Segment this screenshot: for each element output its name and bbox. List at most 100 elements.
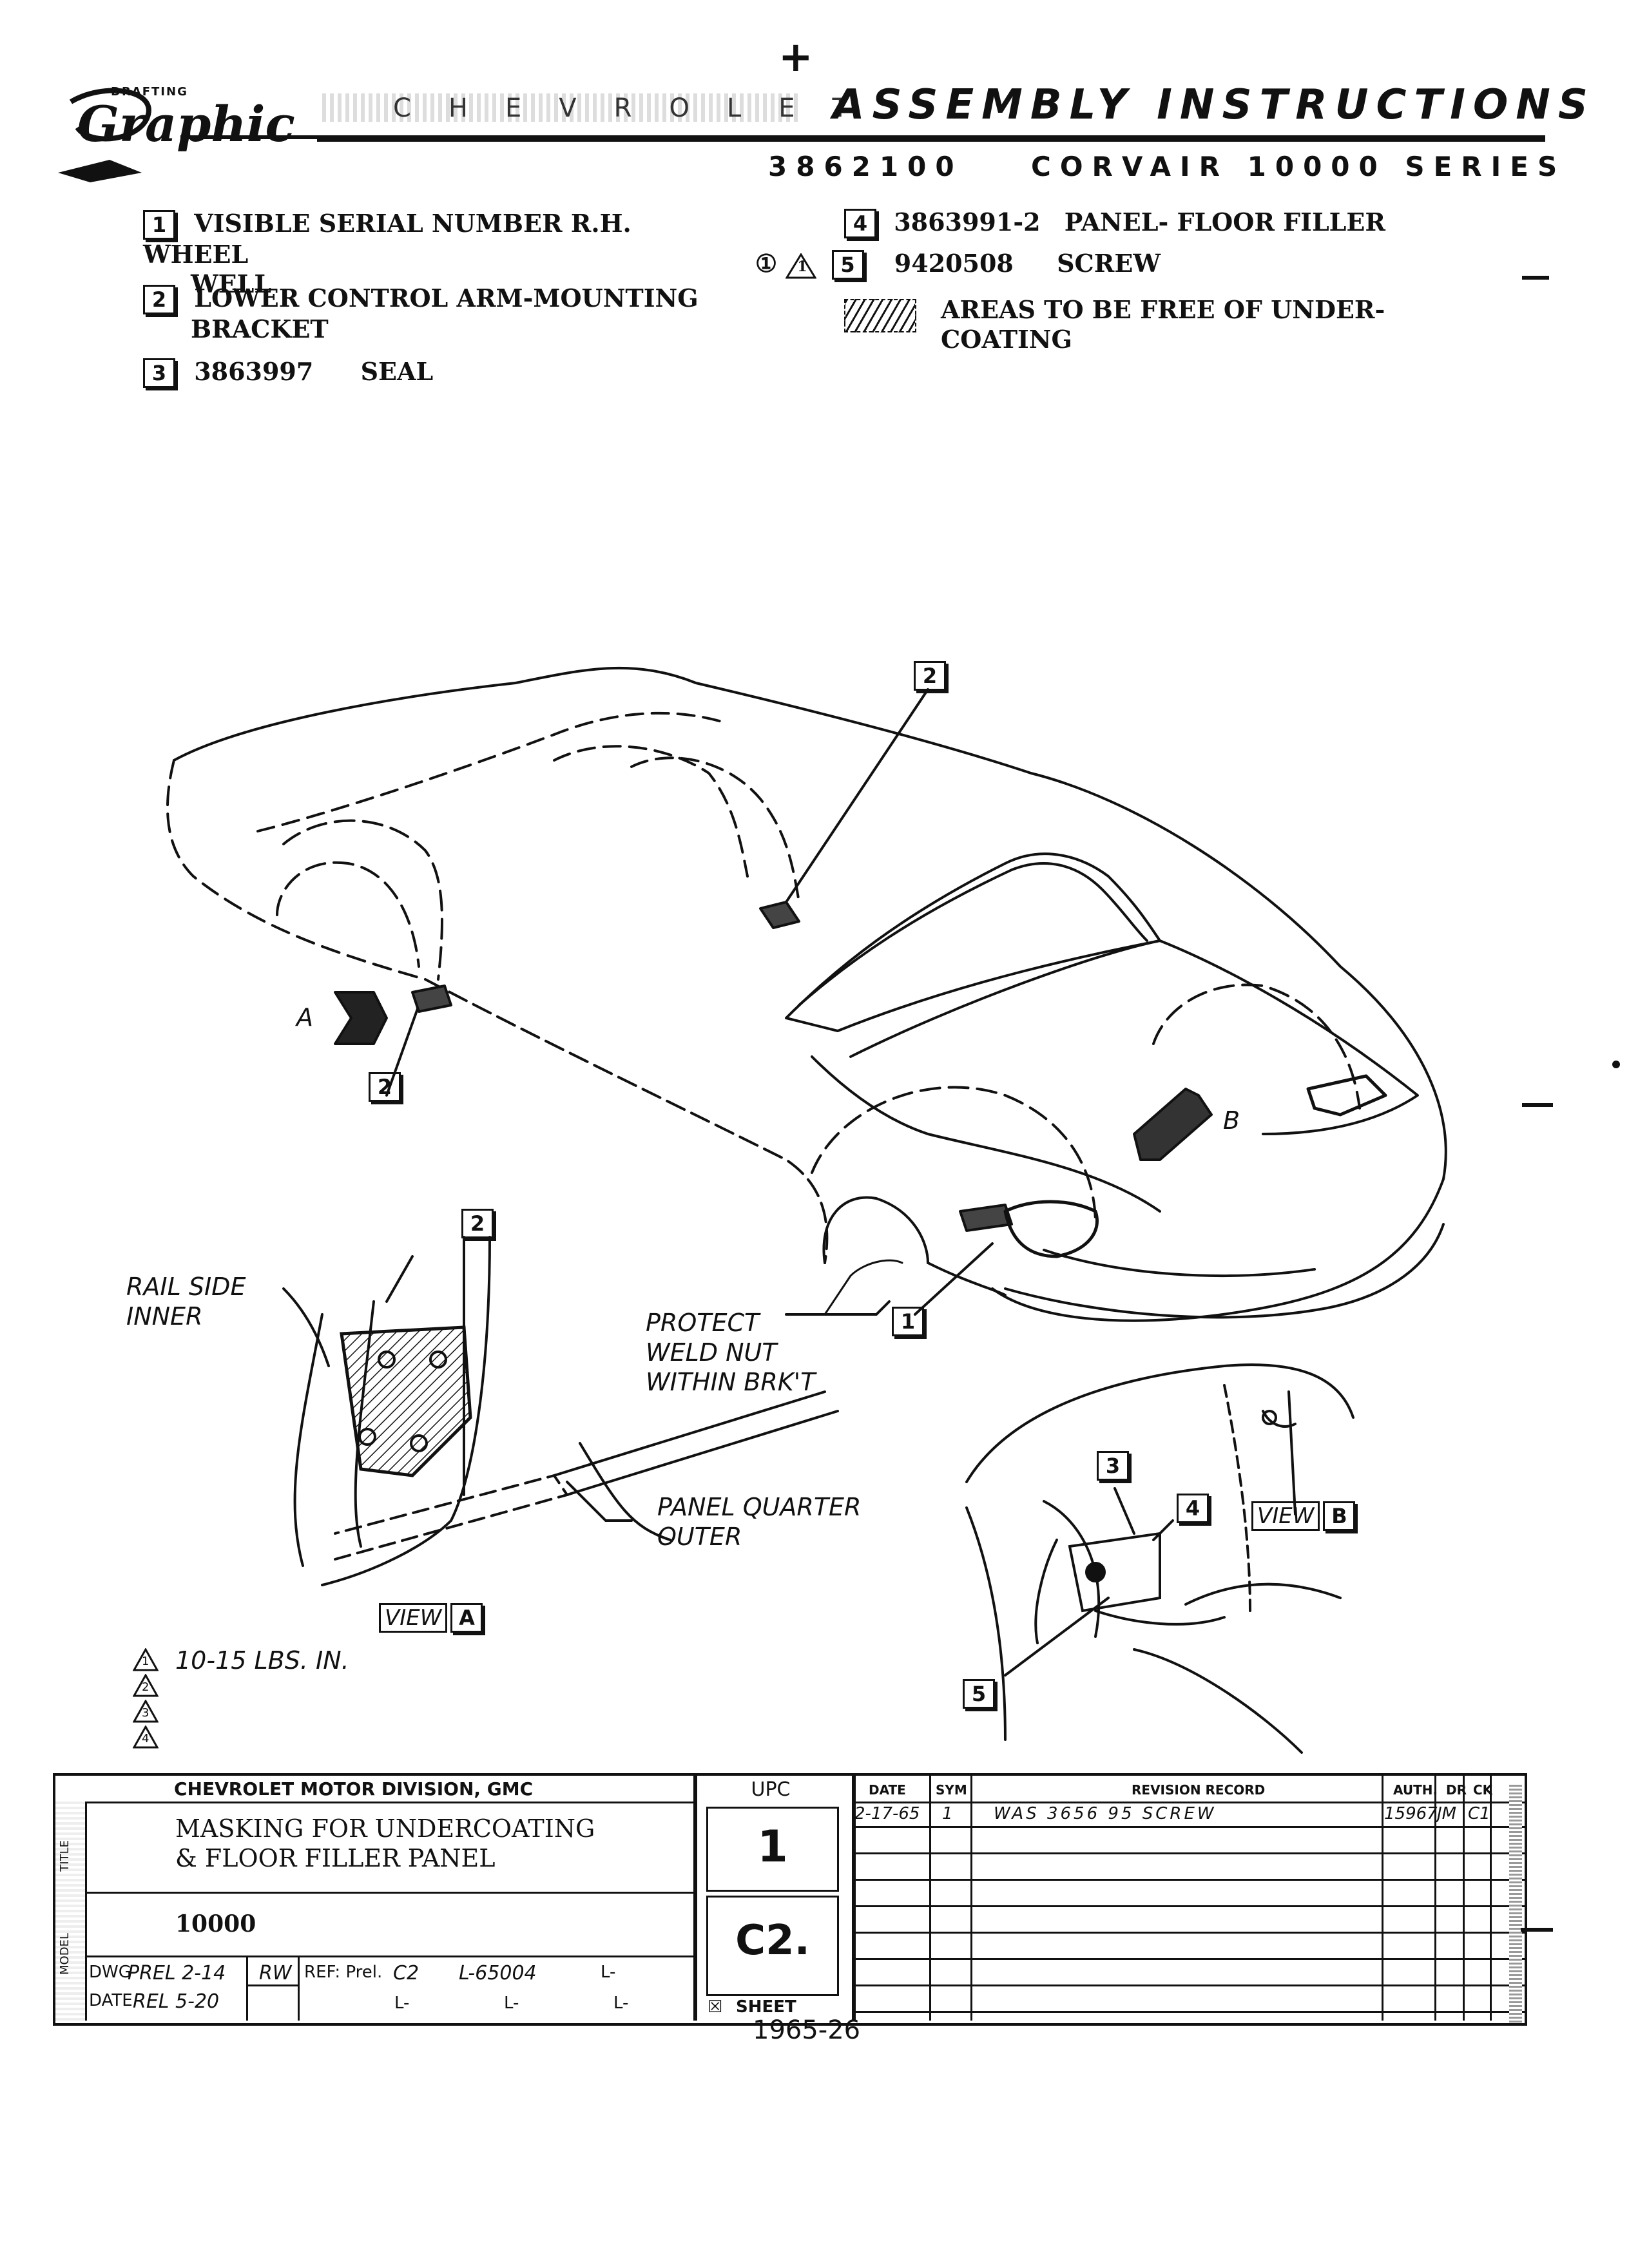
- windshield: [785, 852, 1161, 1032]
- view-b-tag-letter: B: [1323, 1501, 1356, 1531]
- page-title: ASSEMBLY INSTRUCTIONS: [833, 81, 1595, 129]
- legend-marker-5: ①: [755, 249, 778, 278]
- rev-ck: C1: [1468, 1804, 1490, 1823]
- margin-tick: [1522, 1103, 1553, 1107]
- detail-b-callout-3: 3: [1097, 1451, 1129, 1481]
- upc-number: 1: [757, 1821, 788, 1872]
- logo-banner: CHEVROLET: [322, 93, 848, 123]
- model-number: 10000: [175, 1910, 256, 1937]
- sheet-code: C2.: [735, 1917, 810, 1965]
- title-block: CHEVROLET MOTOR DIVISION, GMC TITLE MODE…: [53, 1773, 1527, 2026]
- rear-wheel-arch: [276, 861, 420, 968]
- detail-b-callout-4: 4: [1177, 1494, 1209, 1523]
- rev-header-auth: AUTH.: [1393, 1782, 1438, 1798]
- legend-number-1: 1: [143, 210, 175, 240]
- legend-item-5: ① 1 5 9420508 SCREW: [755, 249, 1464, 280]
- detail-b-callout-5: 5: [963, 1679, 995, 1709]
- detail-a-callout-2: 2: [461, 1209, 494, 1238]
- body-outline: [173, 666, 1447, 1322]
- torque-value: 10-15 LBS. IN.: [175, 1646, 349, 1675]
- legend-number-2: 2: [143, 285, 175, 314]
- dwg-value: PREL 2-14: [128, 1962, 226, 1984]
- date-value: REL 5-20: [133, 1990, 220, 2013]
- rail-side-line1: RAIL SIDE: [126, 1273, 246, 1301]
- rev-sym: 1: [942, 1804, 953, 1823]
- hatch-text-1: AREAS TO BE FREE OF UNDER-: [941, 295, 1385, 324]
- ref-value: C2: [393, 1962, 419, 1984]
- legend-text-1b: WELL: [191, 269, 272, 298]
- drawing-title-line1: MASKING FOR UNDERCOATING: [175, 1814, 595, 1843]
- leader-2-top: [785, 688, 929, 903]
- view-b-tag: VIEW B: [1251, 1501, 1356, 1531]
- rev-date: 2-17-65: [854, 1804, 920, 1823]
- legend-desc-3: SEAL: [360, 357, 434, 386]
- series-title: CORVAIR 10000 SERIES: [1031, 151, 1566, 182]
- margin-dot: [1612, 1061, 1620, 1068]
- side-label-column: TITLE MODEL: [55, 1802, 87, 2021]
- drafting-graphic-logo: DRAFTING Graphic: [52, 76, 335, 186]
- revision-grid: 2-17-65 1 WAS 3656 95 SCREW 15967 JM C1: [852, 1776, 1525, 2021]
- torque-tri-4: 4: [142, 1732, 149, 1745]
- l-blank-2: L-: [394, 1994, 410, 2013]
- legend-text-1a: VISIBLE SERIAL NUMBER R.H. WHEEL: [143, 209, 631, 269]
- legend-part-3: 3863997: [194, 357, 314, 386]
- torque-tri-2: 2: [142, 1680, 149, 1694]
- legend-number-4: 4: [844, 209, 876, 238]
- leader-2-rear: [385, 1004, 420, 1097]
- logo-artwork: [58, 88, 329, 182]
- view-a-word: VIEW: [379, 1603, 448, 1633]
- view-a-hatch-plate: [340, 1325, 472, 1477]
- triangle-icon: 1: [785, 252, 817, 279]
- legend-number-5: 5: [831, 250, 864, 280]
- view-b-detail: [965, 1363, 1354, 1754]
- title-cell: MASKING FOR UNDERCOATING & FLOOR FILLER …: [85, 1802, 693, 1894]
- rev-header-sym: SYM: [936, 1782, 967, 1798]
- rev-header-date: DATE: [869, 1782, 906, 1798]
- torque-tri-1: 1: [142, 1655, 149, 1668]
- registration-mark: +: [778, 34, 813, 81]
- hatch-legend-text: AREAS TO BE FREE OF UNDER- COATING: [941, 295, 1521, 354]
- legend-item-3: 3 3863997 SEAL: [143, 357, 723, 388]
- protect-line3: WITHIN BRK'T: [646, 1368, 816, 1396]
- margin-tick: [1521, 1928, 1553, 1932]
- upc-column: UPC 1 C2. ☒ SHEET: [693, 1776, 856, 2021]
- legend-desc-5: SCREW: [1057, 249, 1161, 278]
- revision-row: 2-17-65 1 WAS 3656 95 SCREW 15967 JM C1: [852, 1802, 1525, 1826]
- protect-line2: WELD NUT: [646, 1338, 777, 1367]
- division-row: CHEVROLET MOTOR DIVISION, GMC: [55, 1776, 693, 1803]
- triangle-icon: 4: [132, 1724, 159, 1751]
- front-wheel-arch: [811, 1086, 1097, 1225]
- side-label-title: TITLE: [58, 1840, 72, 1872]
- rail-side-line2: INNER: [126, 1302, 203, 1331]
- view-a-detail: [282, 1236, 903, 1586]
- page-footer: 1965-26: [753, 2015, 861, 2045]
- drawing-title-line2: & FLOOR FILLER PANEL: [175, 1844, 496, 1872]
- legend-item-2: 2 LOWER CONTROL ARM-MOUNTING BRACKET: [143, 284, 723, 344]
- legend-triangle-num-5: 1: [797, 258, 807, 275]
- part-number: 3862100: [768, 151, 963, 182]
- rev-dr: JM: [1437, 1804, 1457, 1823]
- ref-label: REF: Prel.: [304, 1963, 383, 1982]
- panel-quarter-line2: OUTER: [657, 1523, 742, 1551]
- view-b-letter: B: [1223, 1106, 1240, 1135]
- hatch-swatch-icon: [844, 299, 916, 332]
- l-blank-4: L-: [613, 1994, 629, 2013]
- triangle-icon: 2: [132, 1673, 159, 1700]
- triangle-icon: 1: [132, 1647, 159, 1674]
- logo-banner-text: CHEVROLET: [393, 93, 885, 123]
- legend-item-4: 4 3863991-2 PANEL- FLOOR FILLER: [844, 207, 1489, 238]
- sheet-checkbox: ☒: [708, 1997, 723, 2017]
- legend-text-2b: BRACKET: [191, 314, 329, 343]
- dwg-label: DWG: [89, 1963, 131, 1982]
- front-bumper: [1004, 1223, 1445, 1319]
- drafter-initials: RW: [259, 1962, 292, 1984]
- revision-record: DATE SYM REVISION RECORD AUTH. DR CK 2-1…: [852, 1776, 1525, 2021]
- legend-number-3: 3: [143, 358, 175, 388]
- logo-script-text: Graphic: [77, 95, 295, 153]
- view-a-arrow-icon: [334, 991, 388, 1045]
- view-a-tag-letter: A: [450, 1603, 483, 1633]
- rail-side-label: RAIL SIDE INNER: [126, 1272, 246, 1331]
- panel-quarter-label: PANEL QUARTER OUTER: [657, 1492, 861, 1552]
- rev-header-record: REVISION RECORD: [1132, 1782, 1266, 1798]
